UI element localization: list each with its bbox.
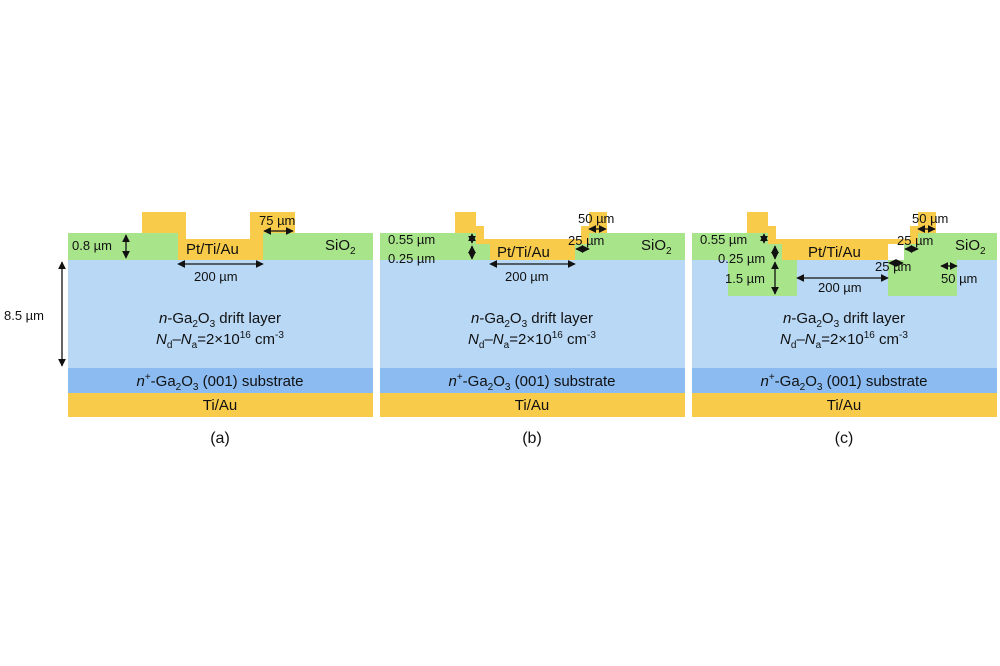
panel-a-backside-metal xyxy=(68,393,373,417)
panel-a-caption: (a) xyxy=(210,430,230,447)
panel-a-thickness-label: 8.5 µm xyxy=(4,308,44,323)
panel-c: 0.55 µm 0.25 µm 1.5 µm Pt/Ti/Au SiO2 50 … xyxy=(692,211,997,447)
panel-a-oxide-thickness-label: 0.8 µm xyxy=(72,238,112,253)
panel-c-backside-label: Ti/Au xyxy=(827,397,861,414)
panel-a-oxide-label: SiO2 xyxy=(325,237,356,257)
panel-b-oxide-label: SiO2 xyxy=(641,237,672,257)
panel-c-anode-metal xyxy=(747,212,904,260)
panel-a-substrate xyxy=(68,368,373,393)
panel-b-step1-label: 0.55 µm xyxy=(388,232,435,247)
panel-b: 0.55 µm 0.25 µm Pt/Ti/Au SiO2 50 µm 25 µ… xyxy=(380,211,685,447)
panel-b-drift-layer xyxy=(380,260,685,368)
panel-c-mesa-label: 1.5 µm xyxy=(725,271,765,286)
panel-c-doping-label: Nd–Na=2×1016 cm-3 xyxy=(780,330,908,351)
panel-c-step-width-label: 25 µm xyxy=(897,233,933,248)
panel-b-anode-label: Pt/Ti/Au xyxy=(497,244,550,261)
panel-a-backside-label: Ti/Au xyxy=(203,397,237,414)
panel-c-step2-label: 0.25 µm xyxy=(718,251,765,266)
panel-a-oxide-right xyxy=(263,233,373,260)
panel-b-backside-label: Ti/Au xyxy=(515,397,549,414)
panel-a-drift-label: n-Ga2O3 drift layer xyxy=(159,310,281,330)
panel-a-window-label: 200 µm xyxy=(194,269,238,284)
panel-b-backside-metal xyxy=(380,393,685,417)
panel-b-window-label: 200 µm xyxy=(505,269,549,284)
panel-b-oxide-right xyxy=(575,233,685,260)
panel-a-anode-metal xyxy=(142,212,295,260)
panel-b-doping-label: Nd–Na=2×1016 cm-3 xyxy=(468,330,596,351)
panel-c-overlap-label: 50 µm xyxy=(912,211,948,226)
panel-b-anode-metal xyxy=(455,212,575,260)
panel-c-step1-label: 0.55 µm xyxy=(700,232,747,247)
panel-b-oxide-left xyxy=(380,233,490,260)
panel-b-substrate-label: n+-Ga2O3 (001) substrate xyxy=(448,372,615,393)
panel-c-edge-label: 50 µm xyxy=(941,271,977,286)
panel-b-substrate xyxy=(380,368,685,393)
panel-b-overlap-label: 50 µm xyxy=(578,211,614,226)
panel-b-step2-label: 0.25 µm xyxy=(388,251,435,266)
panel-c-substrate-label: n+-Ga2O3 (001) substrate xyxy=(760,372,927,393)
panel-c-backside-metal xyxy=(692,393,997,417)
panel-a-drift-layer xyxy=(68,260,373,368)
panel-c-anode-label: Pt/Ti/Au xyxy=(808,244,861,261)
panel-a-substrate-label: n+-Ga2O3 (001) substrate xyxy=(136,372,303,393)
panel-b-caption: (b) xyxy=(522,430,542,447)
panel-a-overlap-label: 75 µm xyxy=(259,213,295,228)
panel-c-substrate xyxy=(692,368,997,393)
panel-c-caption: (c) xyxy=(835,430,854,447)
panel-b-drift-label: n-Ga2O3 drift layer xyxy=(471,310,593,330)
panel-a: 0.8 µm Pt/Ti/Au SiO2 75 µm 200 µm 8.5 µm… xyxy=(4,212,373,447)
panel-c-step-width-2-label: 25 µm xyxy=(875,259,911,274)
panel-c-drift-label: n-Ga2O3 drift layer xyxy=(783,310,905,330)
panel-c-window-label: 200 µm xyxy=(818,280,862,295)
panel-c-oxide-label: SiO2 xyxy=(955,237,986,257)
panel-a-anode-label: Pt/Ti/Au xyxy=(186,241,239,258)
panel-a-doping-label: Nd–Na=2×1016 cm-3 xyxy=(156,330,284,351)
panel-c-oxide-left xyxy=(692,233,797,296)
panel-b-step-width-label: 25 µm xyxy=(568,233,604,248)
